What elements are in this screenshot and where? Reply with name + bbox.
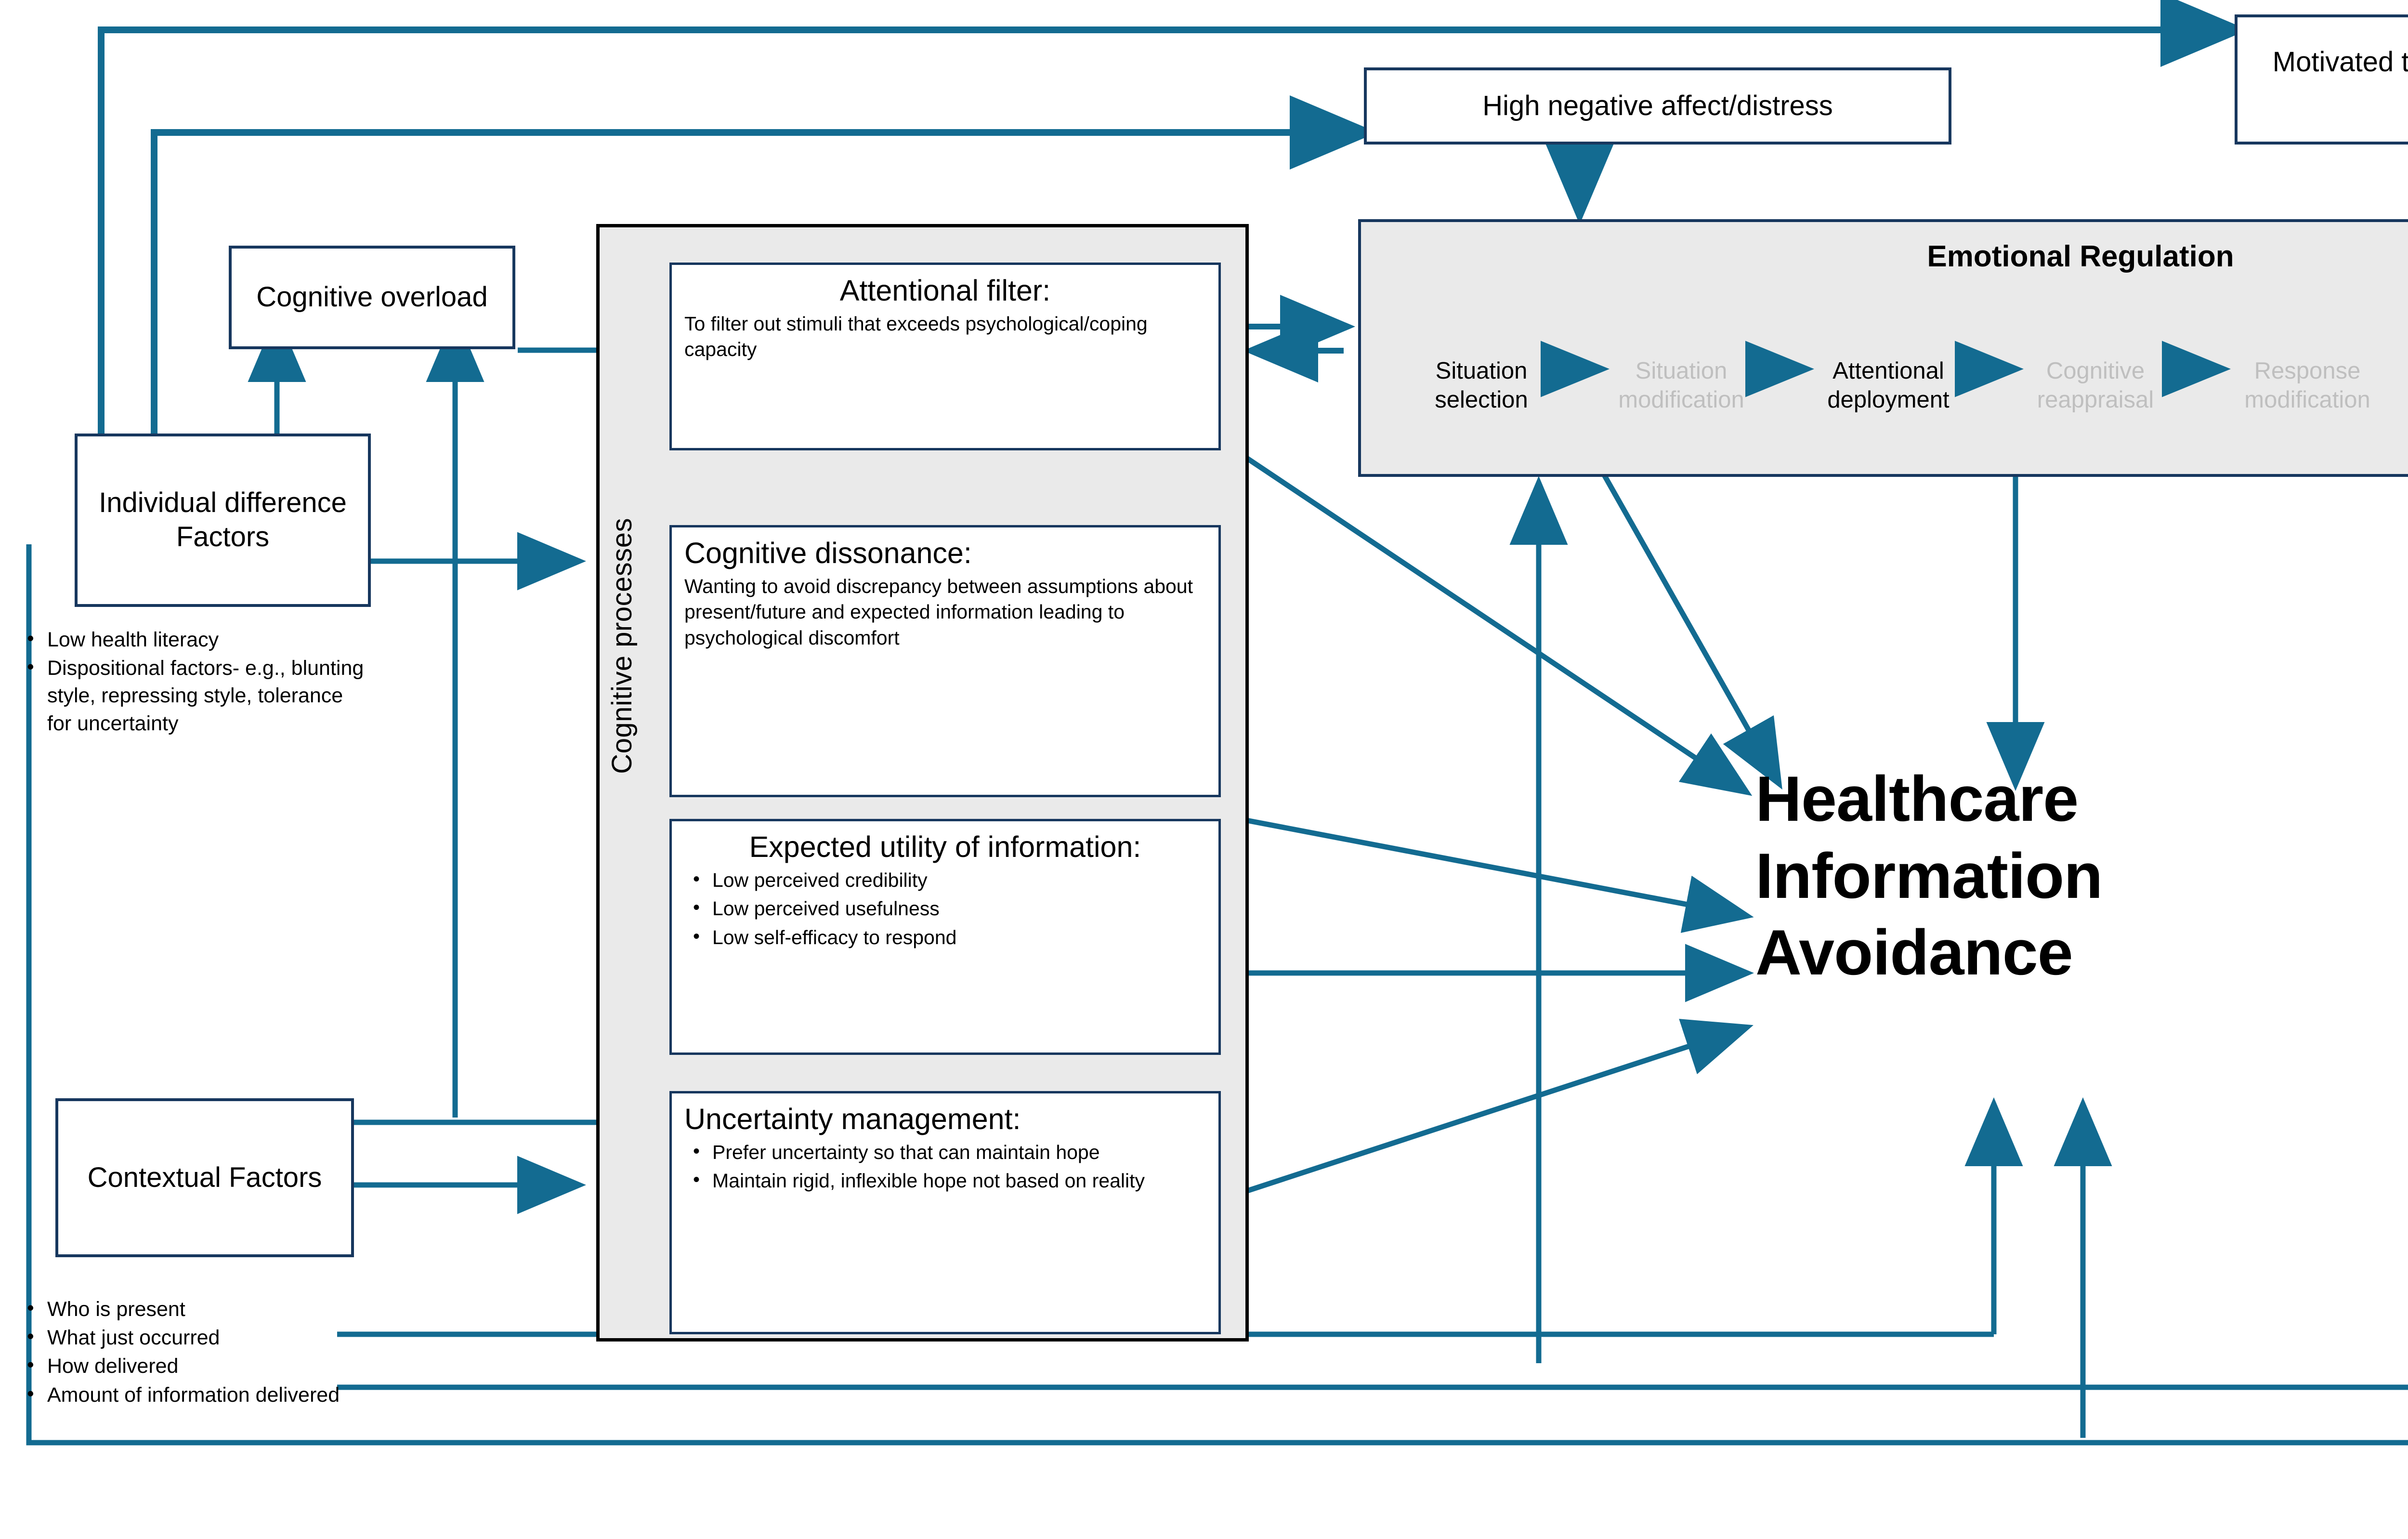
box-motivated-to-minimize-label: Motivated to minimize display of negativ… [2272,46,2408,78]
cognitive-processes-label: Cognitive processes [606,518,638,774]
outcome-healthcare-information-avoidance: Healthcare Information Avoidance [1755,761,2103,992]
card-attentional-filter-body: To filter out stimuli that exceeds psych… [684,312,1148,361]
card-cognitive-dissonance-body: Wanting to avoid discrepancy between ass… [684,575,1193,649]
box-individual-difference-factors[interactable]: Individual difference Factors [75,434,371,607]
box-contextual-factors[interactable]: Contextual Factors [55,1098,354,1257]
er-stage-response-modification[interactable]: Response modification [2244,358,2370,413]
card-cognitive-dissonance-title: Cognitive dissonance: [684,537,972,569]
card-expected-utility-bullets: Low perceived credibility Low perceived … [684,867,1206,950]
list-item: Dispositional factors- e.g., blunting st… [19,653,366,737]
box-cognitive-overload[interactable]: Cognitive overload [229,246,515,349]
contextual-factors-bullets: Who is present What just occurred How de… [19,1294,385,1410]
card-uncertainty-management[interactable]: Uncertainty management: Prefer uncertain… [669,1091,1221,1334]
list-item: What just occurred [19,1323,385,1352]
emotional-regulation-title: Emotional Regulation [1927,240,2234,273]
individual-difference-bullets: Low health literacy Dispositional factor… [19,625,366,738]
er-stage-arrows [1541,341,2231,397]
panel-emotional-regulation: Emotional Regulation Situation selection… [1358,219,2408,477]
list-item: Maintain rigid, inflexible hope not base… [684,1167,1206,1194]
list-item: Prefer uncertainty so that can maintain … [684,1139,1206,1165]
box-motivated-to-minimize[interactable]: Motivated to minimize display of negativ… [2235,14,2408,145]
er-stage-cognitive-reappraisal[interactable]: Cognitive reappraisal [2037,358,2154,413]
card-attentional-filter[interactable]: Attentional filter: To filter out stimul… [669,263,1221,450]
list-item: Low self-efficacy to respond [684,924,1206,950]
er-stage-situation-modification[interactable]: Situation modification [1618,358,1744,413]
list-item: Who is present [19,1294,385,1323]
box-individual-difference-factors-label: Individual difference Factors [99,487,347,552]
outcome-line-3: Avoidance [1755,917,2073,989]
box-high-negative-affect-label: High negative affect/distress [1482,90,1833,121]
list-item: Amount of information delivered [19,1380,385,1409]
list-item: Low health literacy [19,625,366,654]
list-item: Low perceived credibility [684,867,1206,893]
er-stage-attentional-deployment[interactable]: Attentional deployment [1827,358,1950,413]
list-item: How delivered [19,1351,385,1380]
box-cognitive-overload-label: Cognitive overload [256,281,488,313]
card-uncertainty-management-bullets: Prefer uncertainty so that can maintain … [684,1139,1206,1194]
box-high-negative-affect[interactable]: High negative affect/distress [1364,67,1951,145]
card-cognitive-dissonance[interactable]: Cognitive dissonance: Wanting to avoid d… [669,525,1221,797]
box-contextual-factors-label: Contextual Factors [87,1161,322,1193]
list-item: Low perceived usefulness [684,895,1206,921]
card-expected-utility-title: Expected utility of information: [749,830,1141,863]
er-stage-situation-selection[interactable]: Situation selection [1435,358,1528,413]
card-expected-utility[interactable]: Expected utility of information: Low per… [669,819,1221,1055]
card-attentional-filter-title: Attentional filter: [839,274,1051,307]
outcome-line-2: Information [1755,840,2103,912]
card-uncertainty-management-title: Uncertainty management: [684,1103,1021,1135]
outcome-line-1: Healthcare [1755,763,2079,835]
